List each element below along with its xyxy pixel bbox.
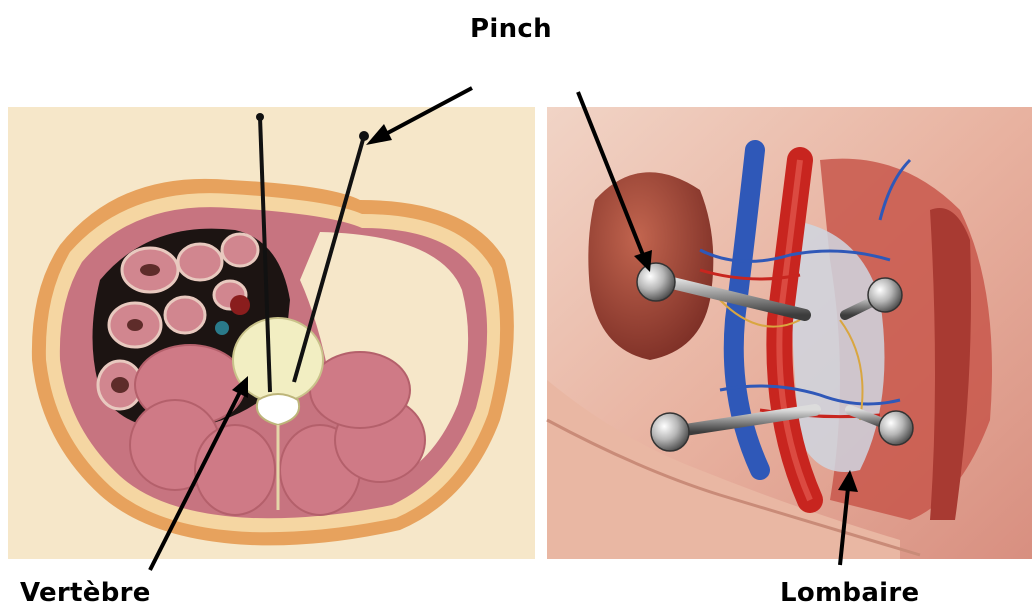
pinch-label: Pinch bbox=[470, 14, 552, 44]
surgical-view-panel bbox=[547, 107, 1032, 559]
cross-section-panel bbox=[8, 107, 535, 559]
vertebre-label: Vertèbre bbox=[20, 578, 151, 608]
lombaire-label: Lombaire bbox=[780, 578, 919, 608]
